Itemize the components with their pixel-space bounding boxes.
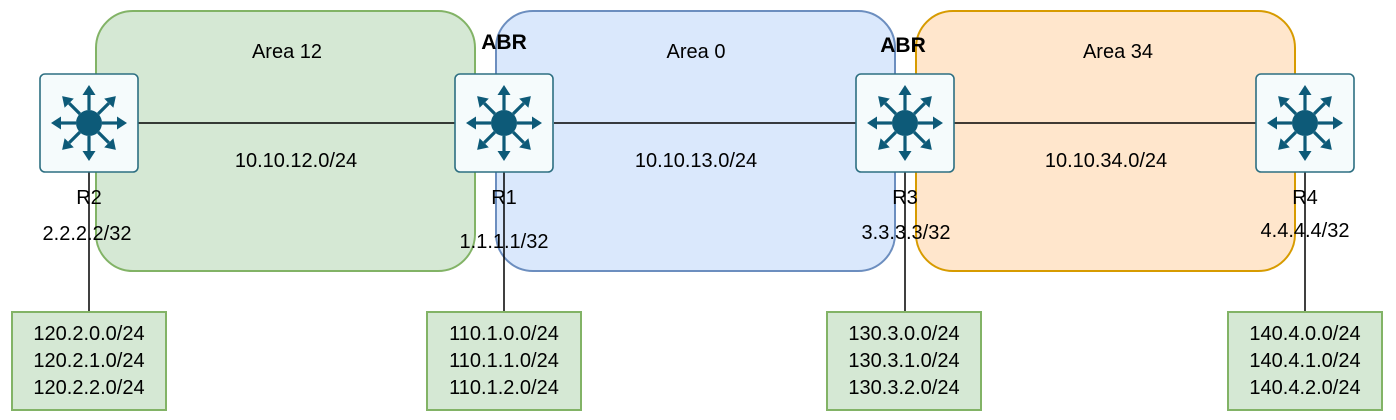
router-r2-icon[interactable] [39,73,139,173]
network-entry: 140.4.1.0/24 [1249,349,1361,372]
abr-label-r3: ABR [880,34,926,57]
router-name-r4: R4 [1292,187,1318,209]
abr-label-r1: ABR [481,31,527,54]
router-r4-icon[interactable] [1255,73,1355,173]
area-34-zone [915,10,1296,272]
link-label-r2-r1: 10.10.12.0/24 [234,150,358,172]
router-r3-icon[interactable] [855,73,955,173]
network-entry: 110.1.1.0/24 [449,349,559,372]
router-name-r3: R3 [892,187,918,209]
area-12-zone [95,10,476,272]
network-box-r3: 130.3.0.0/24 130.3.1.0/24 130.3.2.0/24 [826,311,982,411]
network-entry: 130.3.0.0/24 [848,322,960,345]
network-entry: 130.3.2.0/24 [848,376,960,399]
loopback-r1: 1.1.1.1/32 [459,231,549,253]
router-name-r1: R1 [491,187,517,209]
network-entry: 140.4.0.0/24 [1249,322,1361,345]
network-entry: 130.3.1.0/24 [848,349,960,372]
router-r1-icon[interactable] [454,73,554,173]
network-entry: 110.1.0.0/24 [449,322,559,345]
area-34-label: Area 34 [1082,41,1154,63]
area-12-label: Area 12 [251,41,323,63]
area-0-zone [495,10,896,272]
network-box-r4: 140.4.0.0/24 140.4.1.0/24 140.4.2.0/24 [1227,311,1383,411]
loopback-r4: 4.4.4.4/32 [1260,220,1350,242]
network-entry: 120.2.0.0/24 [33,322,145,345]
loopback-r3: 3.3.3.3/32 [861,222,951,244]
network-entry: 140.4.2.0/24 [1249,376,1361,399]
network-box-r2: 120.2.0.0/24 120.2.1.0/24 120.2.2.0/24 [11,311,167,411]
loopback-r2: 2.2.2.2/32 [42,223,132,245]
link-label-r1-r3: 10.10.13.0/24 [634,150,758,172]
area-0-label: Area 0 [666,41,726,63]
network-box-r1: 110.1.0.0/24 110.1.1.0/24 110.1.2.0/24 [426,311,582,411]
network-entry: 120.2.1.0/24 [33,349,145,372]
network-entry: 110.1.2.0/24 [449,376,559,399]
network-entry: 120.2.2.0/24 [33,376,145,399]
link-label-r3-r4: 10.10.34.0/24 [1044,150,1168,172]
router-name-r2: R2 [76,187,102,209]
